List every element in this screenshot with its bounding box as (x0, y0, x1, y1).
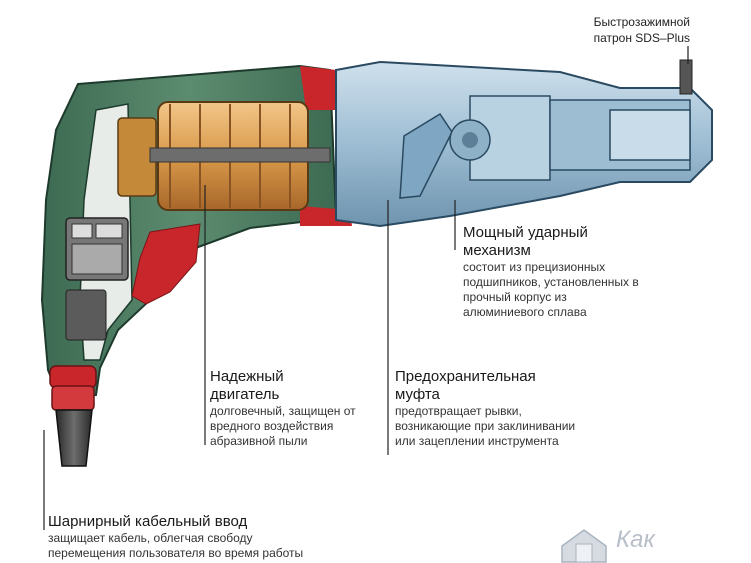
callout-cable-title: Шарнирный кабельный ввод (48, 513, 248, 530)
callout-impact-title-2: механизм (463, 242, 531, 259)
callout-impact-desc-1: состоит из прецизионных (463, 260, 606, 274)
switch-assembly (65, 217, 129, 341)
callout-motor-title-1: Надежный (210, 368, 284, 385)
electric-motor (117, 101, 331, 211)
callout-cable-desc-1: защищает кабель, облегчая свободу (48, 531, 253, 545)
callout-impact-title-1: Мощный ударный (463, 224, 588, 241)
callout-cable-desc-2: перемещения пользователя во время работы (48, 546, 304, 560)
callout-motor-desc-2: вредного воздействия (210, 419, 334, 433)
callout-sds-chuck-line2: патрон SDS–Plus (593, 31, 690, 45)
callout-sds-chuck-line1: Быстрозажимной (593, 15, 690, 29)
callout-clutch-desc-2: возникающие при заклинивании (395, 419, 576, 433)
callout-impact-desc-4: алюминиевого сплава (463, 305, 587, 319)
callout-motor-title-2: двигатель (210, 386, 280, 403)
watermark: Как (556, 526, 751, 563)
callout-cable-entry: Шарнирный кабельный ввод защищает кабель… (48, 513, 368, 561)
callout-clutch-title-2: муфта (395, 386, 440, 403)
callout-safety-clutch: Предохранительная муфта предотвращает ры… (395, 368, 635, 449)
cable-entry (49, 365, 97, 467)
callout-motor-desc-3: абразивной пыли (210, 434, 308, 448)
callout-motor: Надежный двигатель долговечный, защищен … (210, 368, 385, 449)
leader-lines (43, 46, 689, 530)
callout-sds-chuck: Быстрозажимной патрон SDS–Plus (560, 14, 690, 46)
callout-clutch-desc-1: предотвращает рывки, (395, 404, 522, 418)
callout-impact-desc-3: прочный корпус из (463, 290, 567, 304)
callout-impact-desc-2: подшипников, установленных в (463, 275, 639, 289)
watermark-text: Как (616, 526, 655, 553)
callout-impact-mechanism: Мощный ударный механизм состоит из преци… (463, 224, 703, 320)
callout-clutch-desc-3: или зацеплении инструмента (395, 434, 559, 448)
gear-housing (335, 59, 713, 228)
house-logo-icon (561, 529, 607, 563)
callout-motor-desc-1: долговечный, защищен от (210, 404, 356, 418)
callout-clutch-title-1: Предохранительная (395, 368, 536, 385)
